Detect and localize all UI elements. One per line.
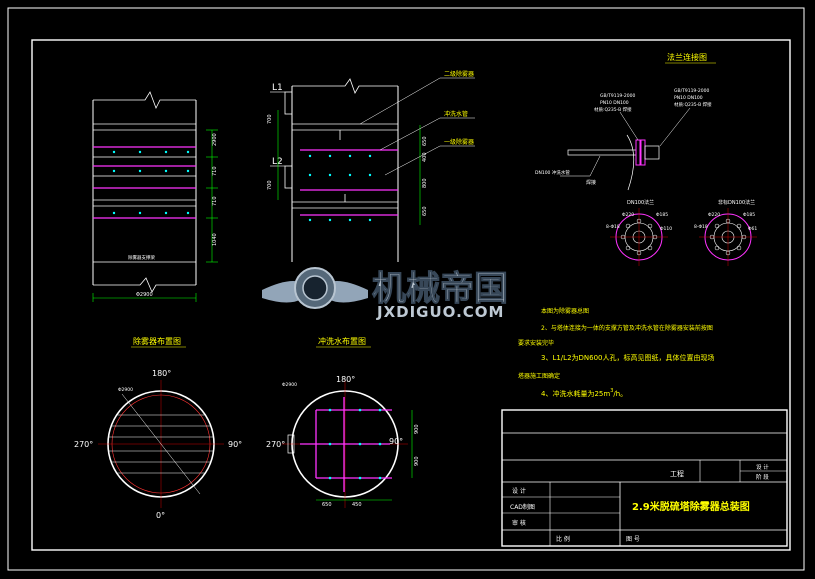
flange-detail: 法兰连接图 GB/T9119-2000 PN10 DN100 材质:Q235-B… [535, 52, 757, 266]
flush-plan-270: 270° [266, 440, 285, 449]
demister-plan-title: 除雾器布置图 [133, 336, 181, 346]
note-line-4: 3、L1/L2为DN600人孔，标高见图纸，具体位置由现场 [541, 353, 715, 362]
flange-dim-bolts-b: 8-Φ18 [694, 224, 708, 230]
demister-plan-180: 180° [152, 369, 171, 378]
left-elev-dim-2900: 2900 [212, 133, 218, 146]
flush-plan-90: 90° [389, 437, 403, 446]
flange-dim-185b: Φ185 [743, 212, 755, 218]
note-line-6: 4、冲洗水耗量为25m3/h。 [541, 388, 627, 398]
title-block-cad: CAD制图 [510, 503, 535, 511]
title-block-scale: 比 例 [556, 535, 570, 543]
flush-plan-dim-900a: 900 [414, 424, 420, 434]
demister-plan-90: 90° [228, 440, 242, 449]
mid-dim-left-2: 700 [267, 180, 273, 190]
title-block-drawing-name: 2.9米脱硫塔除雾器总装图 [632, 500, 750, 513]
flange-dim-bolts-a: 8-Φ18 [606, 224, 620, 230]
flush-plan-dia: Φ2900 [282, 382, 297, 388]
flange-note-left-2: PN10 DN100 [600, 100, 629, 106]
demister-plan-0: 0° [156, 511, 165, 520]
left-elev-dim-710a: 710 [212, 166, 218, 176]
label-flush-pipe: 冲洗水管 [444, 110, 468, 118]
demister-plan: 除雾器布置图 180° 270° 90° 0° Φ2900 [74, 336, 242, 520]
note-line-6-text: 4、冲洗水耗量为25m [541, 389, 610, 398]
note-line-2: 2、与塔体连接为一体的支撑方管及冲洗水管在除雾器安装前按图 [541, 324, 713, 332]
inner-frame [31, 39, 791, 551]
watermark-url: JXDIGUO.COM [376, 303, 504, 321]
flange-dim-185a: Φ185 [656, 212, 668, 218]
label-demister-2: 二级除雾器 [444, 70, 474, 78]
title-block-stage: 阶 段 [756, 473, 769, 481]
manhole-l1-label: L1 [272, 83, 283, 93]
flange-note-right-1: GB/T9119-2000 [674, 88, 710, 94]
flange-note-right-3: 材质:Q235-B 焊接 [674, 101, 712, 108]
mid-dim-right-1: 650 [422, 136, 428, 146]
flange-dim-61: Φ61 [748, 226, 757, 232]
mid-dim-left-1: 700 [267, 114, 273, 124]
flange-pipe-label: DN100 冲洗水管 [535, 169, 570, 176]
middle-elevation: L1 L2 700 700 650 400 800 650 二级除雾器 [267, 70, 475, 262]
flange-note-right-2: PN10 DN100 [674, 95, 703, 101]
manhole-l2-label: L2 [272, 157, 283, 167]
outer-frame [7, 7, 805, 571]
note-line-6-sup: 3 [610, 388, 613, 394]
left-elev-dim-1040: 1040 [212, 233, 218, 246]
flush-plan-dim-900b: 900 [414, 456, 420, 466]
flush-plan-dim-650: 650 [322, 502, 332, 508]
watermark-brand: 机械帝国 [372, 269, 508, 309]
demister-plan-dia: Φ2900 [118, 387, 133, 393]
label-demister-1: 一级除雾器 [444, 138, 474, 146]
flange-dn100-nonstd-label: 非标DN100法兰 [718, 199, 755, 206]
left-elev-diameter: Φ2900 [136, 292, 153, 298]
title-block-design: 设 计 [756, 463, 769, 471]
flange-dn100-label: DN100法兰 [627, 199, 654, 206]
flange-dim-220a: Φ220 [622, 212, 634, 218]
title-block-drawing-no: 图 号 [626, 536, 640, 543]
flush-plan-180: 180° [336, 375, 355, 384]
left-elev-dim-710b: 710 [212, 196, 218, 206]
flange-note-left-1: GB/T9119-2000 [600, 93, 636, 99]
flange-title: 法兰连接图 [667, 52, 707, 62]
mid-dim-right-4: 650 [422, 206, 428, 216]
flange-dim-220b: Φ220 [708, 212, 720, 218]
flush-plan: 冲洗水布置图 180° 270° 90° Φ2900 650 450 900 9… [266, 336, 420, 508]
mid-dim-right-3: 800 [422, 178, 428, 188]
flush-plan-title: 冲洗水布置图 [318, 336, 366, 346]
flange-weld-label: 焊接 [586, 179, 596, 186]
note-line-6-unit: /h。 [613, 390, 627, 398]
left-elevation: 2900 710 710 1040 Φ2900 除雾器支撑梁 [92, 91, 218, 302]
flush-plan-dim-450: 450 [352, 502, 362, 508]
title-block-project: 工程 [670, 469, 684, 478]
watermark-logo: 机械帝国 JXDIGUO.COM [262, 267, 509, 321]
title-block-designer: 设 计 [512, 487, 526, 495]
demister-plan-270: 270° [74, 440, 93, 449]
mid-dim-right-2: 400 [422, 152, 428, 162]
left-elev-support-label: 除雾器支撑梁 [128, 254, 155, 261]
flange-dim-110: Φ110 [660, 226, 672, 232]
title-block-check: 审 核 [512, 519, 526, 527]
title-block: 工程 设 计 阶 段 设 计 CAD制图 审 核 2.9米脱硫塔除雾器总装图 比… [501, 409, 788, 547]
note-line-1: 本图为除雾器总图 [541, 307, 589, 315]
flange-note-left-3: 材质:Q235-B 焊接 [594, 106, 632, 113]
note-line-5: 塔器施工图确定 [518, 372, 560, 380]
notes-block: 本图为除雾器总图 2、与塔体连接为一体的支撑方管及冲洗水管在除雾器安装前按图 要… [518, 307, 715, 398]
note-line-3: 要求安装完毕 [518, 339, 554, 347]
